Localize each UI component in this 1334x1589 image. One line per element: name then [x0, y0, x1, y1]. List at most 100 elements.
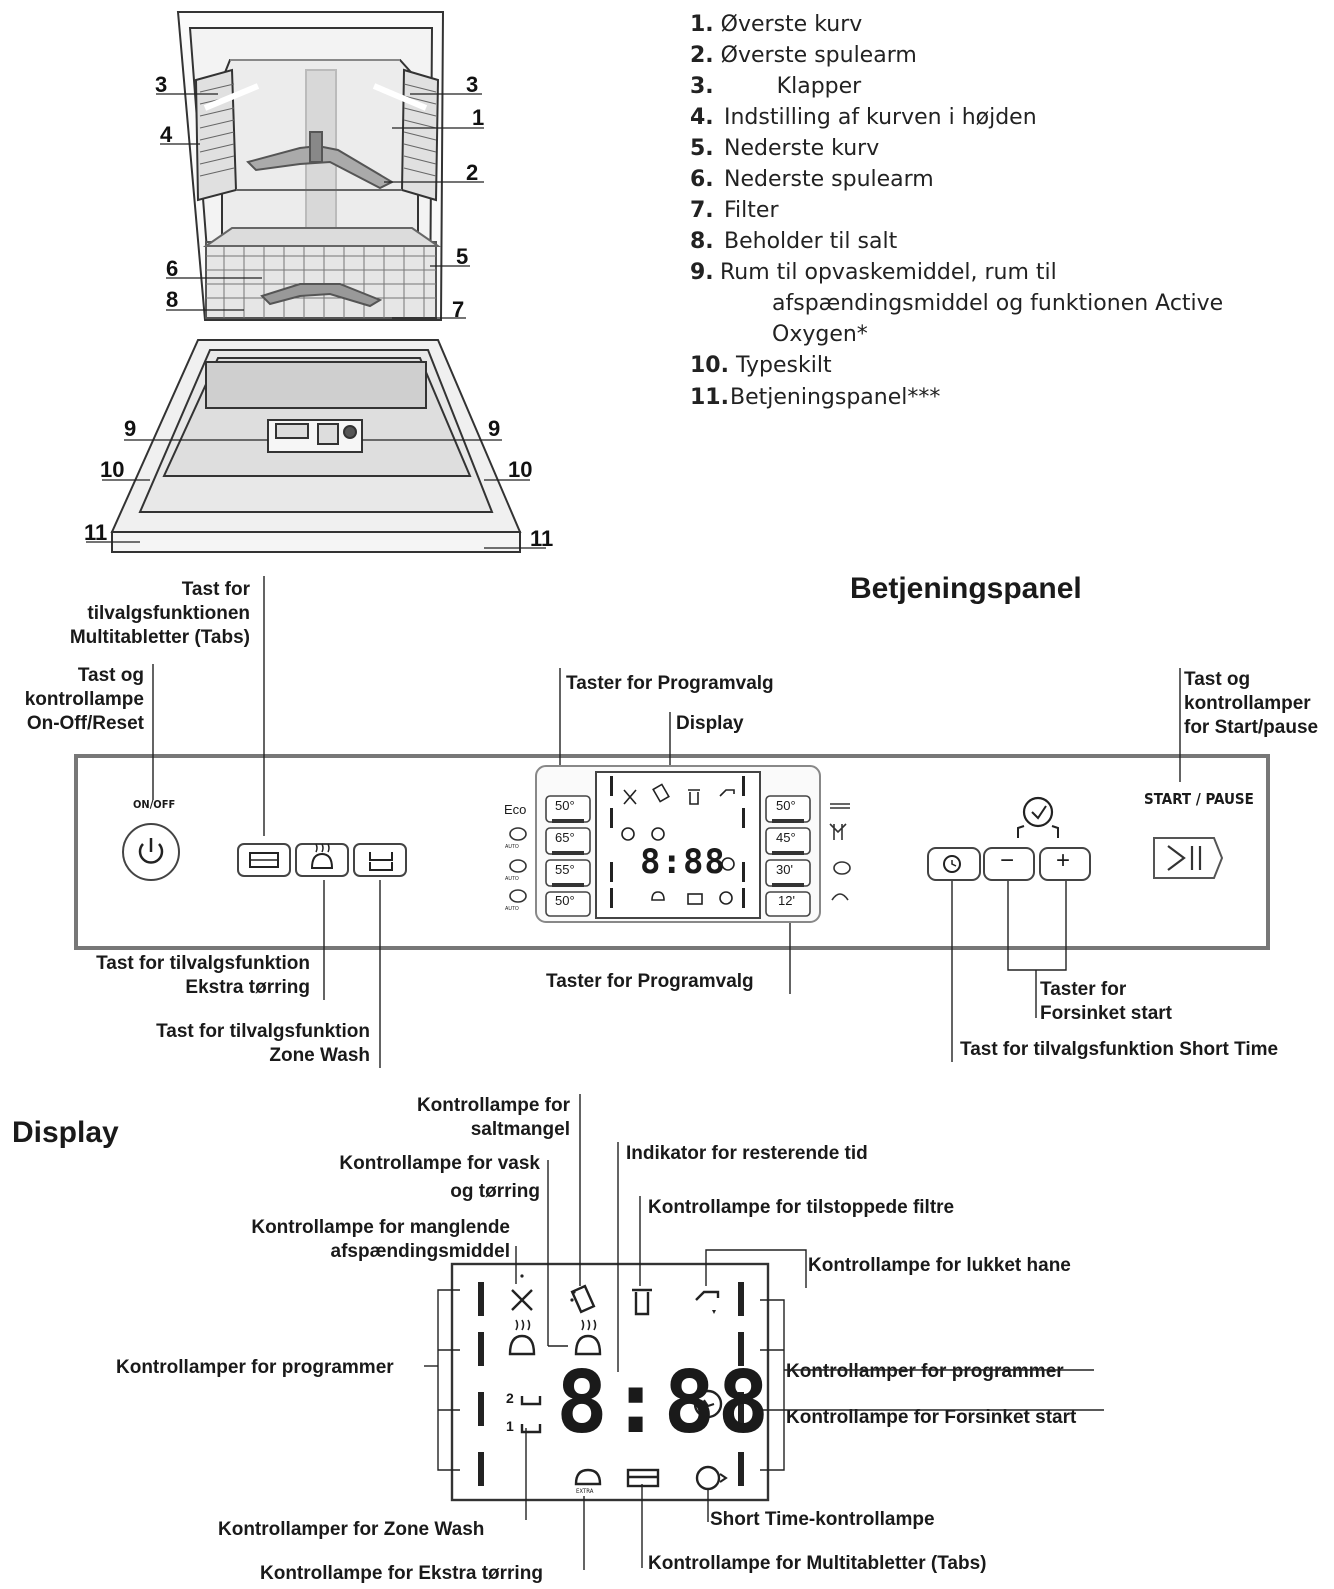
auto-text: AUTO: [505, 906, 519, 912]
tap-icon: [695, 1290, 720, 1301]
legend-item: 3. Klapper: [690, 74, 862, 99]
label-short-time-key: Tast for tilvalgsfunktion Short Time: [960, 1039, 1279, 1060]
panel-heading: Betjeningspanel: [850, 572, 1082, 605]
callout-number: 9: [124, 416, 137, 441]
callout-number: 6: [166, 256, 179, 281]
callout-number: 11: [530, 526, 554, 551]
zone-number-lower: 1: [506, 1418, 514, 1434]
legend-item: 5.Nederste kurv: [690, 136, 880, 161]
extra-dry-icon: [310, 852, 334, 869]
program-lamp-segment: [478, 1332, 484, 1366]
dry-icon: [574, 1334, 602, 1356]
callout-number: 7: [452, 297, 465, 322]
display-frame: [450, 1262, 770, 1502]
legend-item: afspændingsmiddel og funktionen Active: [772, 291, 1224, 316]
label-extra-dry-key: Tast for tilvalgsfunktion Ekstra tørring: [96, 953, 310, 998]
onoff-text: ON/OFF: [133, 798, 176, 811]
label-rinse-aid-lamp: Kontrollampe for manglende afspændingsmi…: [251, 1217, 510, 1262]
program-key-temp[interactable]: 30': [776, 862, 793, 877]
delay-icon: [1022, 796, 1054, 828]
label-display: Display: [676, 713, 744, 734]
label-wash-dry-lamp: Kontrollampe for vask og tørring: [339, 1153, 540, 1202]
program-lamp-segment: [738, 1452, 744, 1486]
callout-number: 10: [100, 457, 125, 482]
short-time-icon: [943, 855, 961, 873]
start-pause-icon: [1167, 845, 1186, 871]
program-lamp-segment: [478, 1452, 484, 1486]
legend-item: 1. Øverste kurv: [690, 12, 863, 37]
label-zone-wash-lamps: Kontrollamper for Zone Wash: [218, 1519, 485, 1540]
zone-number-upper: 2: [506, 1390, 514, 1406]
callout-number: 9: [488, 416, 501, 441]
panel-display-digits: 8:88: [640, 842, 726, 882]
program-lamp-segment: [478, 1392, 484, 1426]
auto-text: AUTO: [505, 844, 519, 850]
label-programs-right: Kontrollamper for programmer: [786, 1361, 1064, 1382]
label-short-time-lamp: Short Time-kontrollampe: [710, 1509, 935, 1530]
program-key-temp[interactable]: 50°: [776, 798, 796, 813]
label-tap-lamp: Kontrollampe for lukket hane: [808, 1255, 1071, 1276]
extra-text: EXTRA: [576, 1488, 594, 1495]
callout-number: 5: [456, 244, 469, 269]
rinse-aid-icon: [511, 1289, 533, 1311]
zone-wash-icon: [369, 852, 393, 871]
callout-number: 2: [466, 160, 479, 185]
legend-item: 7.Filter: [690, 198, 779, 223]
program-lamp-segment: [738, 1282, 744, 1316]
delay-minus-button[interactable]: −: [1000, 847, 1015, 874]
callout-number: 4: [160, 122, 173, 147]
program-key-temp[interactable]: 50°: [555, 798, 575, 813]
legend-item: 8.Beholder til salt: [690, 229, 898, 254]
legend-item: 2. Øverste spulearm: [690, 43, 917, 68]
program-key-temp[interactable]: 65°: [555, 830, 575, 845]
short-time-lamp-icon: [695, 1465, 721, 1491]
display-heading: Display: [12, 1116, 119, 1149]
label-salt-lamp: Kontrollampe for saltmangel: [416, 1095, 570, 1140]
wash-icon: [508, 1334, 536, 1356]
label-delayed-start-keys: Taster for Forsinket start: [1040, 979, 1172, 1024]
label-zone-wash-key: Tast for tilvalgsfunktion Zone Wash: [156, 1021, 370, 1066]
eco-text: Eco: [504, 802, 527, 817]
label-program-keys-bottom: Taster for Programvalg: [546, 971, 754, 992]
power-icon: [138, 843, 164, 864]
start-pause-text: START / PAUSE: [1144, 790, 1254, 808]
zone-wash-lower-icon: [520, 1424, 542, 1434]
callout-number: 10: [508, 457, 533, 482]
legend-item: Oxygen*: [772, 322, 868, 347]
label-extra-dry-lamp: Kontrollampe for Ekstra tørring: [260, 1563, 543, 1584]
legend-item: 10.Typeskilt: [690, 353, 832, 378]
legend-item: 6.Nederste spulearm: [690, 167, 934, 192]
program-key-temp[interactable]: 45°: [776, 830, 796, 845]
program-lamp-segment: [478, 1282, 484, 1316]
delay-lamp-icon: [693, 1389, 723, 1419]
program-key-temp[interactable]: 55°: [555, 862, 575, 877]
label-program-keys-top: Taster for Programvalg: [566, 673, 774, 694]
label-tabs-key: Tast for tilvalgsfunktionen Multitablett…: [69, 579, 250, 648]
label-delayed-lamp: Kontrollampe for Forsinket start: [786, 1407, 1077, 1428]
callout-number: 11: [84, 520, 108, 545]
program-key-temp[interactable]: 50°: [555, 893, 575, 908]
zone-wash-upper-icon: [520, 1396, 542, 1406]
label-onoff-key: Tast og kontrollampe On-Off/Reset: [24, 665, 144, 734]
program-key-temp[interactable]: 12': [778, 893, 795, 908]
extra-dry-lamp-icon: [574, 1468, 602, 1486]
delay-plus-button[interactable]: +: [1056, 847, 1071, 874]
legend-item: 9.Rum til opvaskemiddel, rum til: [690, 260, 1057, 285]
salt-icon: [570, 1284, 596, 1314]
display-digits: 8:88: [556, 1353, 772, 1453]
filter-icon: [632, 1288, 652, 1316]
callout-number: 3: [155, 72, 168, 97]
label-start-pause: Tast og kontrollamper for Start/pause: [1184, 669, 1319, 738]
legend-item: 4.Indstilling af kurven i højden: [690, 105, 1037, 130]
program-lamp-segment: [738, 1392, 744, 1426]
label-filters-lamp: Kontrollampe for tilstoppede filtre: [648, 1197, 955, 1218]
label-remaining-time: Indikator for resterende tid: [626, 1143, 868, 1164]
label-tabs-lamp: Kontrollampe for Multitabletter (Tabs): [648, 1553, 987, 1574]
program-lamp-segment: [738, 1332, 744, 1366]
callout-number: 8: [166, 287, 179, 312]
legend-item: 11.Betjeningspanel***: [690, 385, 941, 410]
